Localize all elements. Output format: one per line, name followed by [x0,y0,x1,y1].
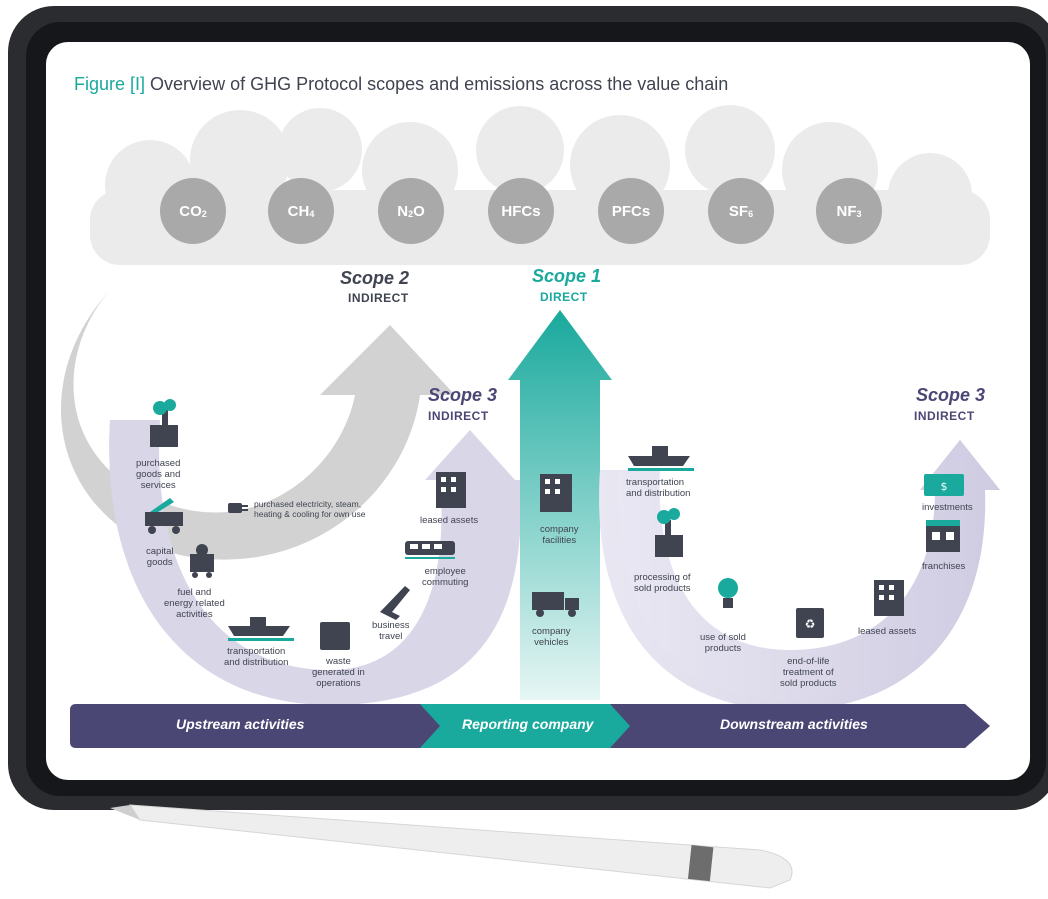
coal-wagon-icon [190,544,214,578]
label-capital-goods: capital goods [146,546,174,568]
company-building-icon [540,474,572,512]
ship-icon [628,446,694,471]
scope3-upstream-arrow-fill [109,420,516,700]
figure-number: Figure [I] [74,74,146,94]
svg-text:♻: ♻ [805,617,816,631]
money-icon: $ [924,474,964,496]
train-icon [405,541,455,559]
upstream-bar [70,704,450,748]
label-company-vehicles: company vehicles [532,626,571,648]
company-truck-icon [532,592,579,617]
scope3-downstream-arrow-fill [619,440,1000,700]
scope2-subtitle: INDIRECT [348,291,409,305]
label-fuel-energy: fuel and energy related activities [164,587,225,620]
leased-building-icon [874,580,904,616]
scope2-arrow [60,290,455,560]
reporting-bar [420,704,640,748]
ship-icon [228,617,294,641]
truck-crane-icon [145,498,183,534]
gas-pfcs: PFCs [598,178,664,244]
scope1-subtitle: DIRECT [540,290,588,304]
label-investments: investments [922,502,973,513]
label-purchased-goods: purchased goods and services [136,458,181,491]
label-waste: waste generated in operations [312,656,365,689]
scope2-title: Scope 2 [340,268,410,288]
stylus-pencil [110,804,793,889]
scope3-downstream-subtitle: INDIRECT [914,409,975,423]
label-upstream-leased-assets: leased assets [420,515,479,526]
downstream-activities-label: Downstream activities [720,716,868,732]
label-end-of-life: end-of-life treatment of sold products [780,656,837,689]
scope3-downstream-title: Scope 3 [916,385,986,405]
reporting-company-label: Reporting company [462,716,594,732]
leased-building-icon [436,472,466,508]
label-downstream-transport: transportation and distribution [626,477,691,499]
plug-icon [228,503,248,513]
label-downstream-leased-assets: leased assets [858,626,917,637]
stylus-band [687,845,714,882]
label-purchased-electricity: purchased electricity, steam, heating & … [254,499,366,519]
label-franchises: franchises [922,561,966,572]
label-upstream-transport: transportation and distribution [224,646,289,668]
label-employee-commuting: employee commuting [422,566,469,588]
downstream-bar [610,704,990,748]
svg-text:$: $ [941,480,948,493]
lightbulb-icon [718,578,738,608]
scope3-upstream-subtitle: INDIRECT [428,409,489,423]
figure-caption: Overview of GHG Protocol scopes and emis… [150,74,729,94]
factory-icon [150,399,178,447]
scope1-title: Scope 1 [532,266,602,286]
storefront-icon [926,520,960,552]
upstream-activities-label: Upstream activities [176,716,305,732]
figure-title: Figure [I] Overview of GHG Protocol scop… [74,74,728,95]
label-business-travel: business travel [372,620,410,642]
airplane-icon [380,586,410,620]
scope3-upstream-title: Scope 3 [428,385,498,405]
factory-icon [655,508,683,557]
label-processing: processing of sold products [634,572,691,594]
recycle-bin-icon: ♻ [796,608,824,638]
label-use-of-sold: use of sold products [700,632,746,654]
waste-bin-icon [320,622,350,650]
label-company-facilities: company facilities [540,524,579,546]
gas-hfcs: HFCs [488,178,554,244]
